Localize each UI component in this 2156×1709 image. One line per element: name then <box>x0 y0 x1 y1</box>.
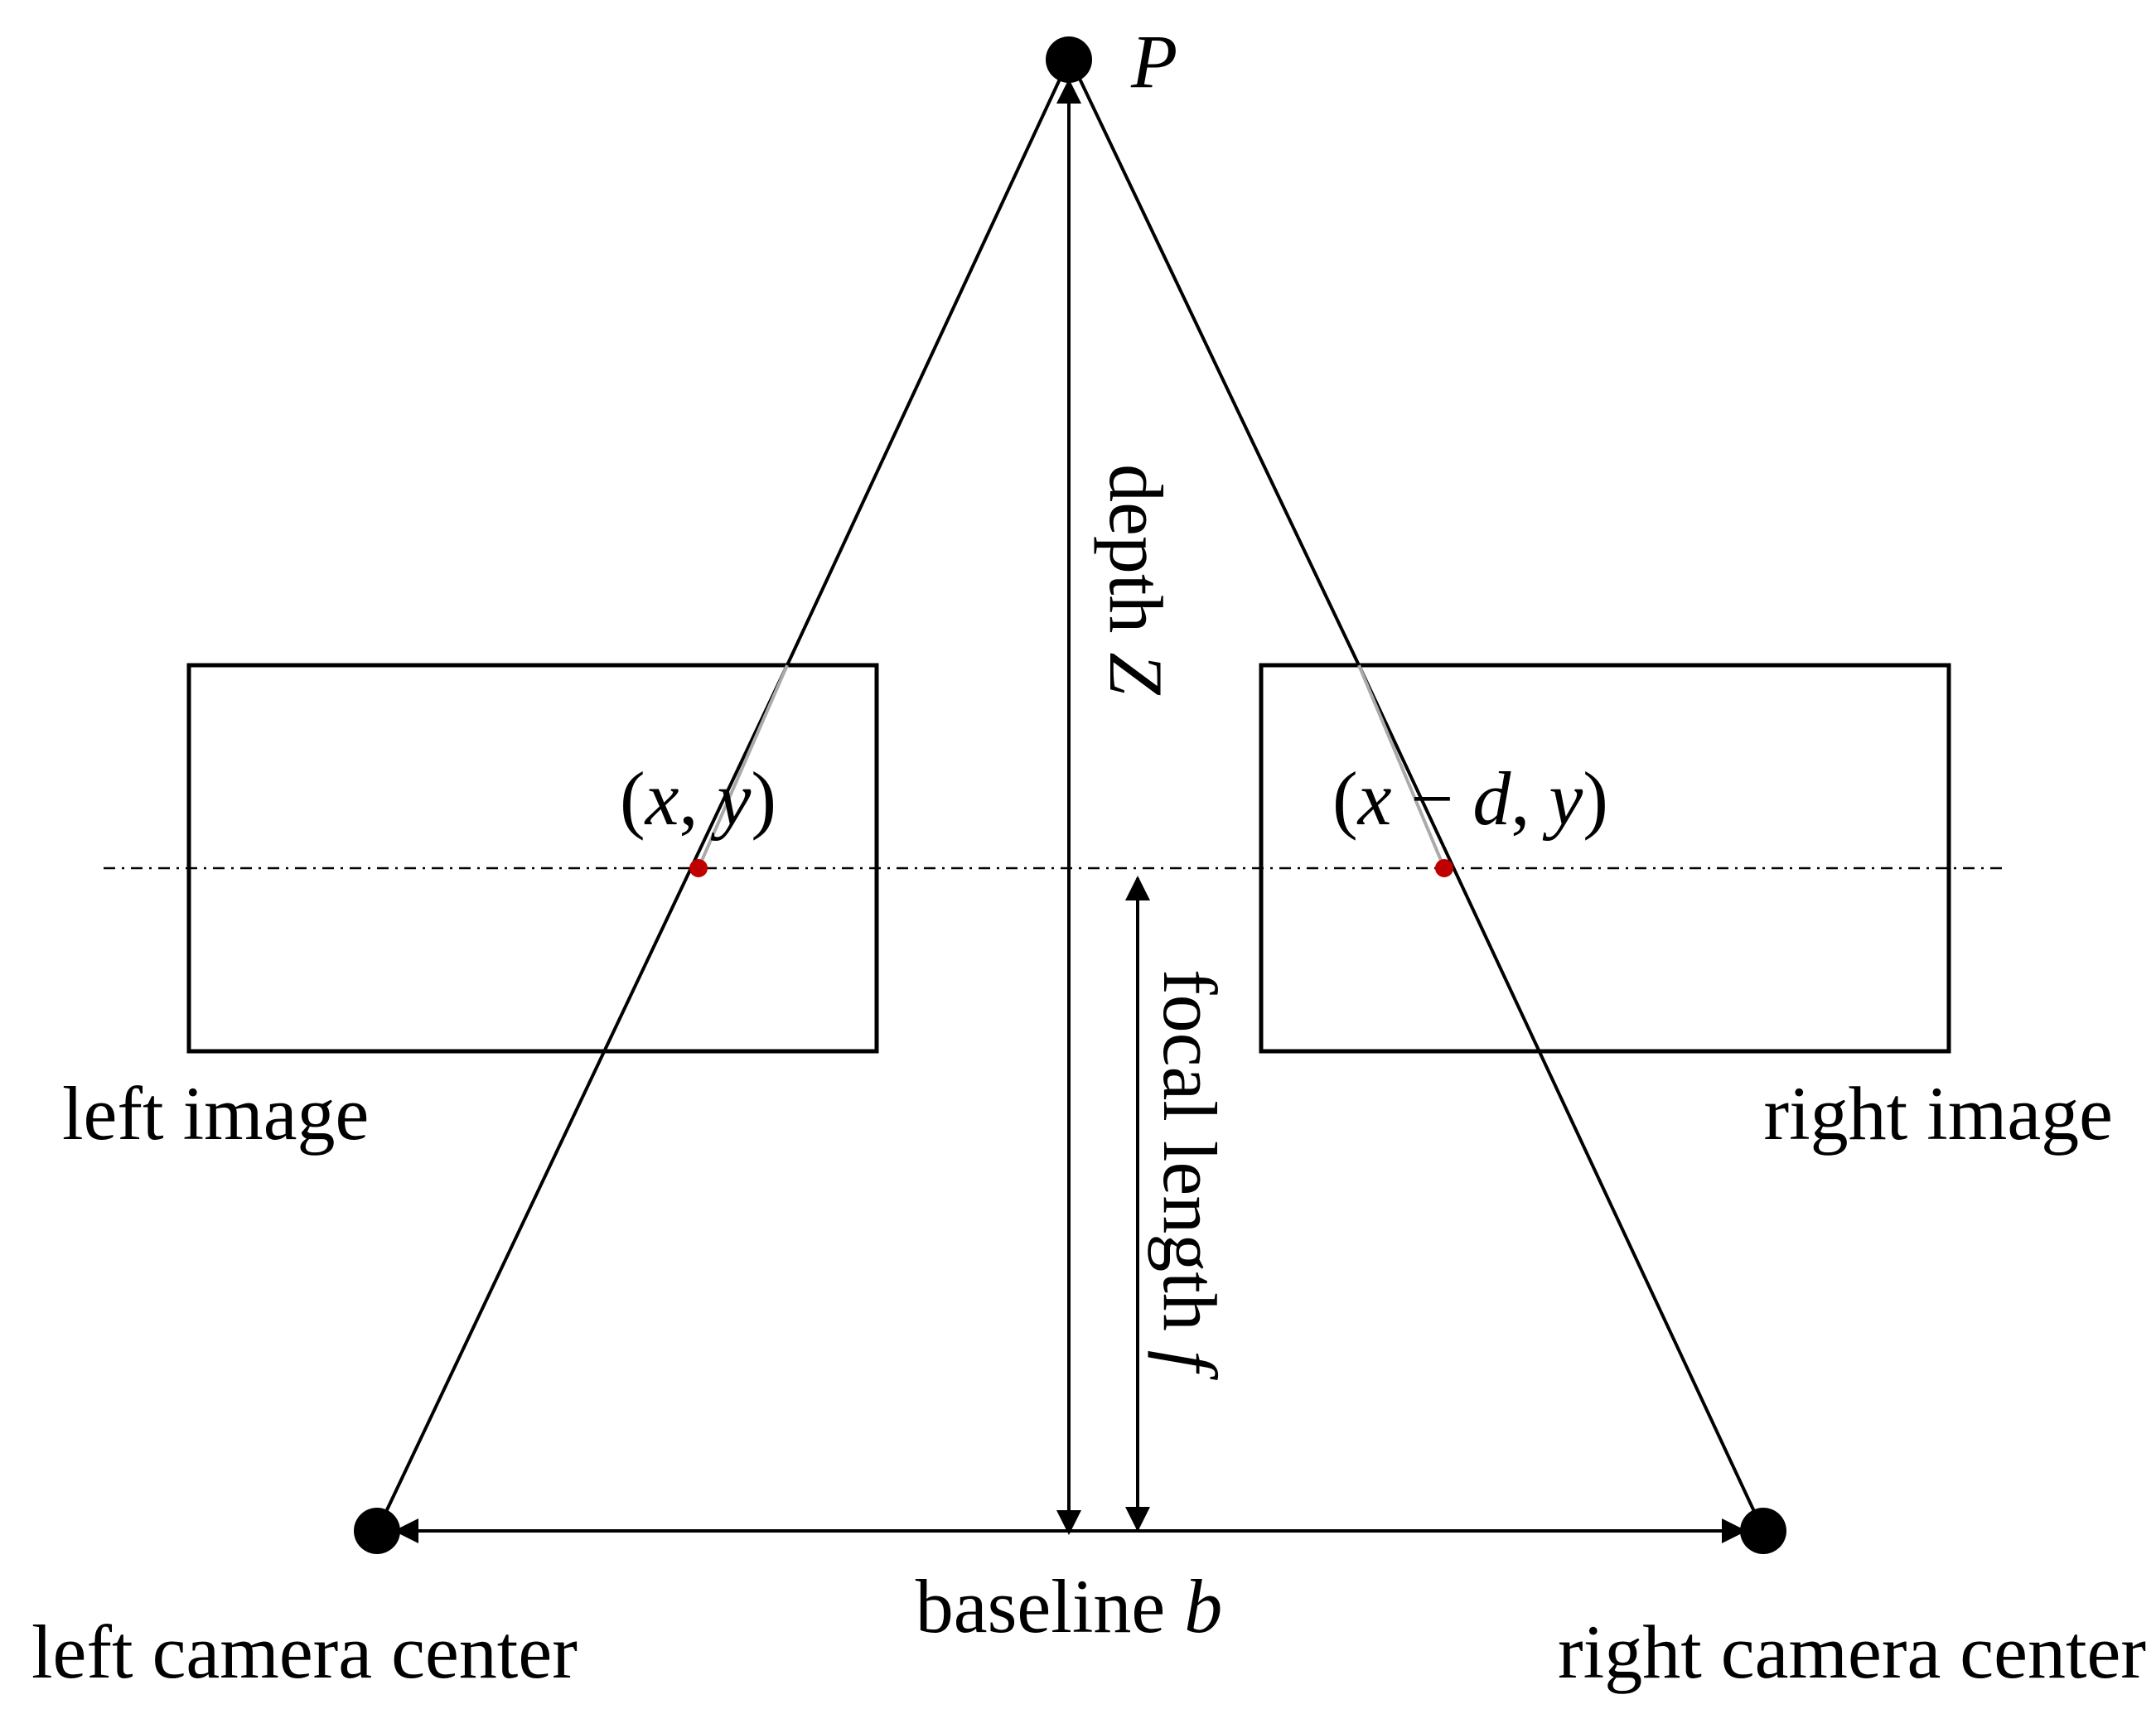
baseline-label: baseline b <box>916 1564 1222 1649</box>
right-projection-dot <box>1435 859 1453 877</box>
right-image-plane <box>1259 663 1951 1054</box>
left-camera-center-dot <box>354 1508 400 1554</box>
point-p-label: P <box>1130 19 1177 104</box>
left-camera-center-label: left camera center <box>31 1610 578 1694</box>
left-image-label: left image <box>62 1071 369 1156</box>
left-image-plane <box>186 663 879 1054</box>
left-ray-upper <box>786 59 1071 666</box>
right-camera-center-dot <box>1740 1508 1786 1554</box>
point-p-dot <box>1046 36 1092 83</box>
right-ray-upper <box>1069 59 1361 666</box>
right-camera-center-label: right camera center <box>1558 1610 2146 1694</box>
left-projection-dot <box>689 859 708 877</box>
right-ray-lower <box>1357 664 1765 1532</box>
left-point-label: (x, y) <box>620 756 776 841</box>
right-point-label: (x − d, y) <box>1332 756 1608 841</box>
depth-label: depth Z <box>1094 464 1178 695</box>
left-ray-inside <box>697 664 789 869</box>
focal-length-label: focal length f <box>1148 969 1232 1381</box>
left-ray-lower <box>375 664 789 1532</box>
right-ray-inside <box>1357 664 1446 869</box>
right-image-label: right image <box>1763 1071 2113 1156</box>
